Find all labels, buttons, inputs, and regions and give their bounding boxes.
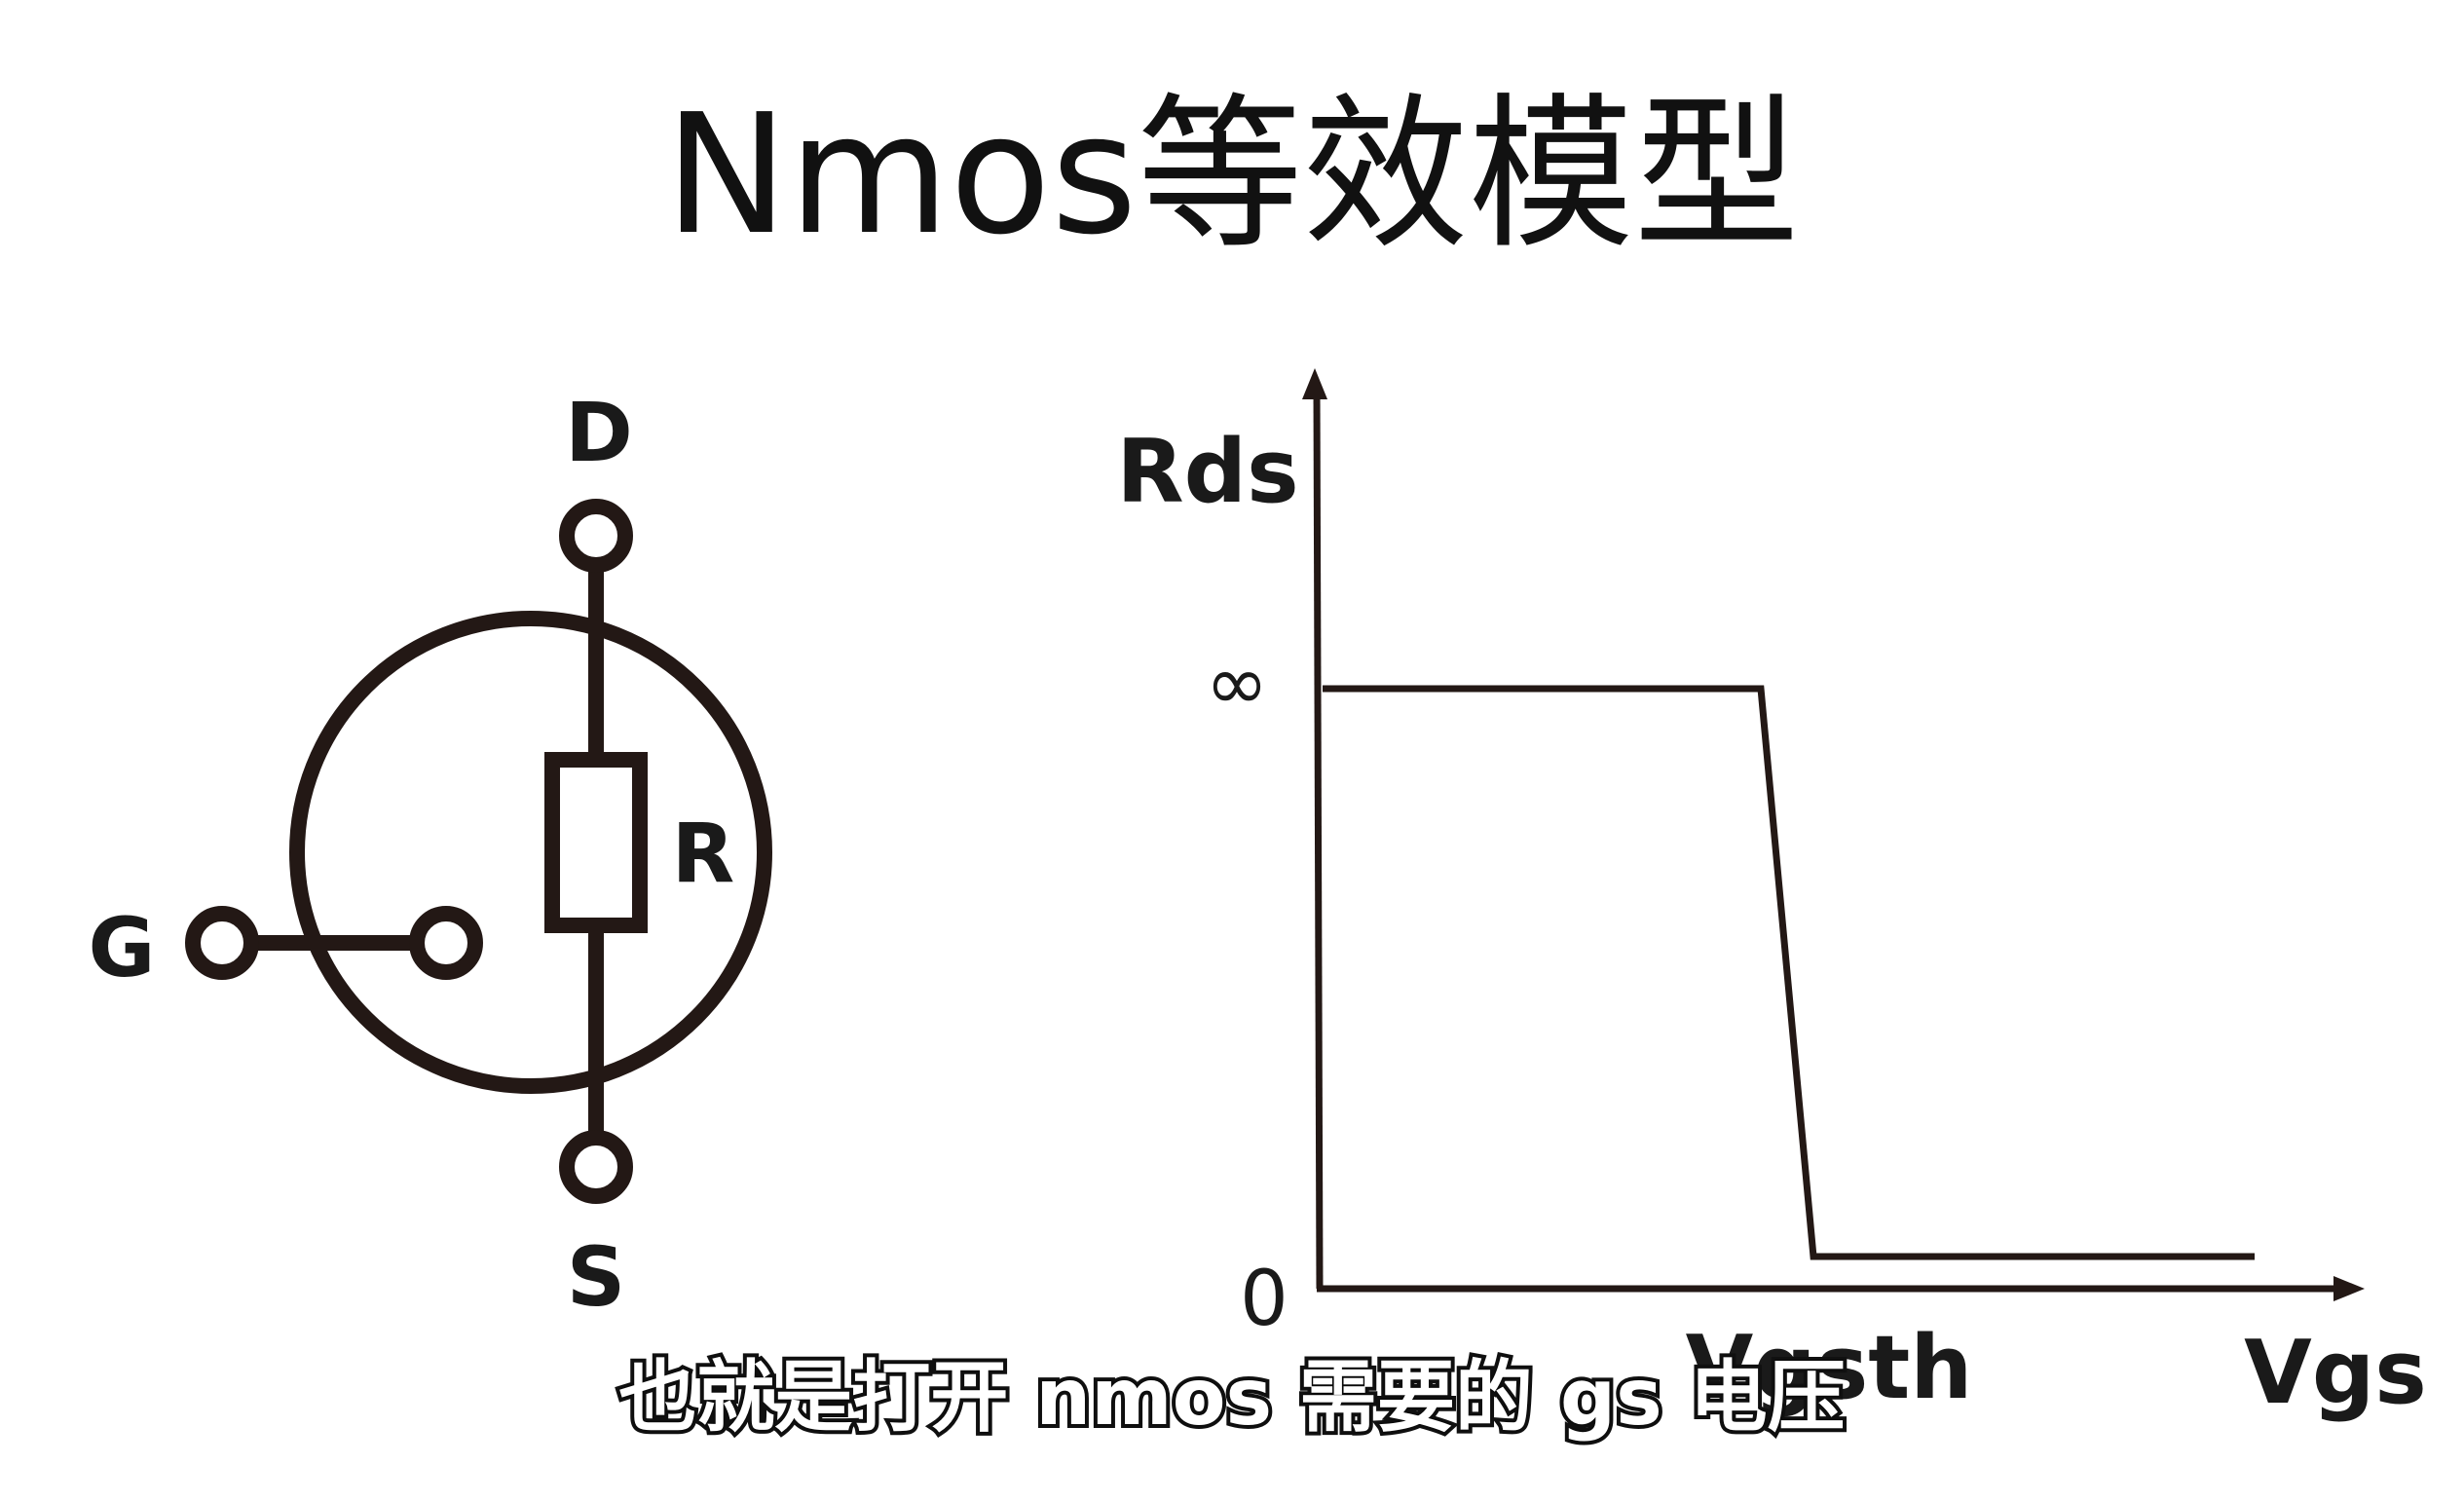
gate-terminal-inner (409, 906, 483, 980)
source-terminal (559, 1130, 633, 1204)
transistor-body-circle (289, 611, 772, 1094)
resistor-symbol (544, 752, 648, 933)
rds-series-line (1323, 685, 2255, 1260)
y-tick-zero: 0 (1240, 1256, 1288, 1343)
drain-terminal (559, 499, 633, 573)
source-label: S (567, 1229, 626, 1325)
y-axis-label: Rds (1116, 421, 1298, 523)
y-axis-arrow (1302, 368, 1327, 399)
y-axis-line (1313, 389, 1324, 1290)
chart: Rds Vgs ∞ 0 Vgsth (1116, 368, 2427, 1424)
gate-label: G (89, 900, 156, 995)
y-tick-infinity: ∞ (1206, 640, 1269, 728)
drain-label: D (565, 385, 633, 480)
nmos-symbol (185, 499, 772, 1204)
resistor-label: R (672, 806, 735, 901)
slide-title: Nmos等效模型 (664, 79, 1800, 272)
x-tick-vgsth: Vgsth (1686, 1317, 1973, 1419)
video-subtitle: 也就是打开 nmos 需要的 gs 电压 (615, 1348, 1848, 1446)
x-axis-arrow (2333, 1276, 2365, 1301)
x-axis-label: Vgs (2244, 1322, 2427, 1424)
gate-terminal-outer (185, 906, 259, 980)
